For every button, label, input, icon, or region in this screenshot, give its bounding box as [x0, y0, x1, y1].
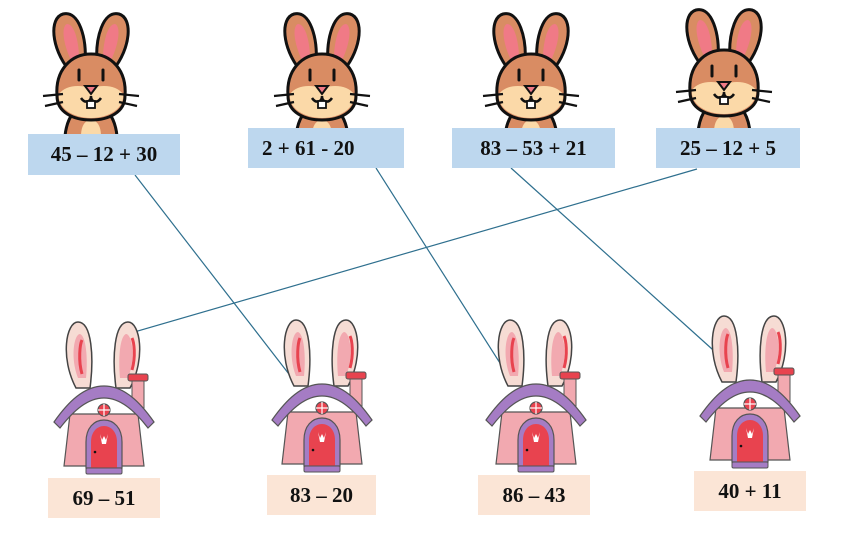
- rabbit-expression-2: 2 + 61 - 20: [248, 128, 404, 168]
- rabbit-icon: [481, 12, 581, 138]
- expression-text: 25 – 12 + 5: [680, 135, 776, 160]
- rabbit-expression-1: 45 – 12 + 30: [28, 134, 180, 175]
- expression-text: 2 + 61 - 20: [262, 135, 355, 160]
- bunny-house-icon: [484, 318, 588, 474]
- house-expression-2: 83 – 20: [267, 475, 376, 515]
- bunny-house-icon: [698, 314, 802, 470]
- rabbit-expression-3: 83 – 53 + 21: [452, 128, 615, 168]
- rabbit-expression-4: 25 – 12 + 5: [656, 128, 800, 168]
- house-expression-3: 86 – 43: [478, 475, 590, 515]
- expression-text: 45 – 12 + 30: [50, 142, 158, 166]
- expression-text: 69 – 51: [72, 485, 136, 510]
- rabbit-icon: [41, 12, 141, 138]
- house-expression-4: 40 + 11: [694, 471, 806, 511]
- expression-text: 83 – 20: [290, 482, 353, 507]
- rabbit-icon: [272, 12, 372, 138]
- rabbit-icon: [674, 8, 774, 134]
- expression-text: 40 + 11: [718, 478, 782, 503]
- bunny-house-icon: [270, 318, 374, 474]
- house-expression-1: 69 – 51: [48, 478, 160, 518]
- bunny-house-icon: [52, 320, 156, 476]
- connection-line-4: [116, 168, 698, 338]
- expression-text: 86 – 43: [502, 482, 566, 507]
- expression-text: 83 – 53 + 21: [480, 135, 587, 160]
